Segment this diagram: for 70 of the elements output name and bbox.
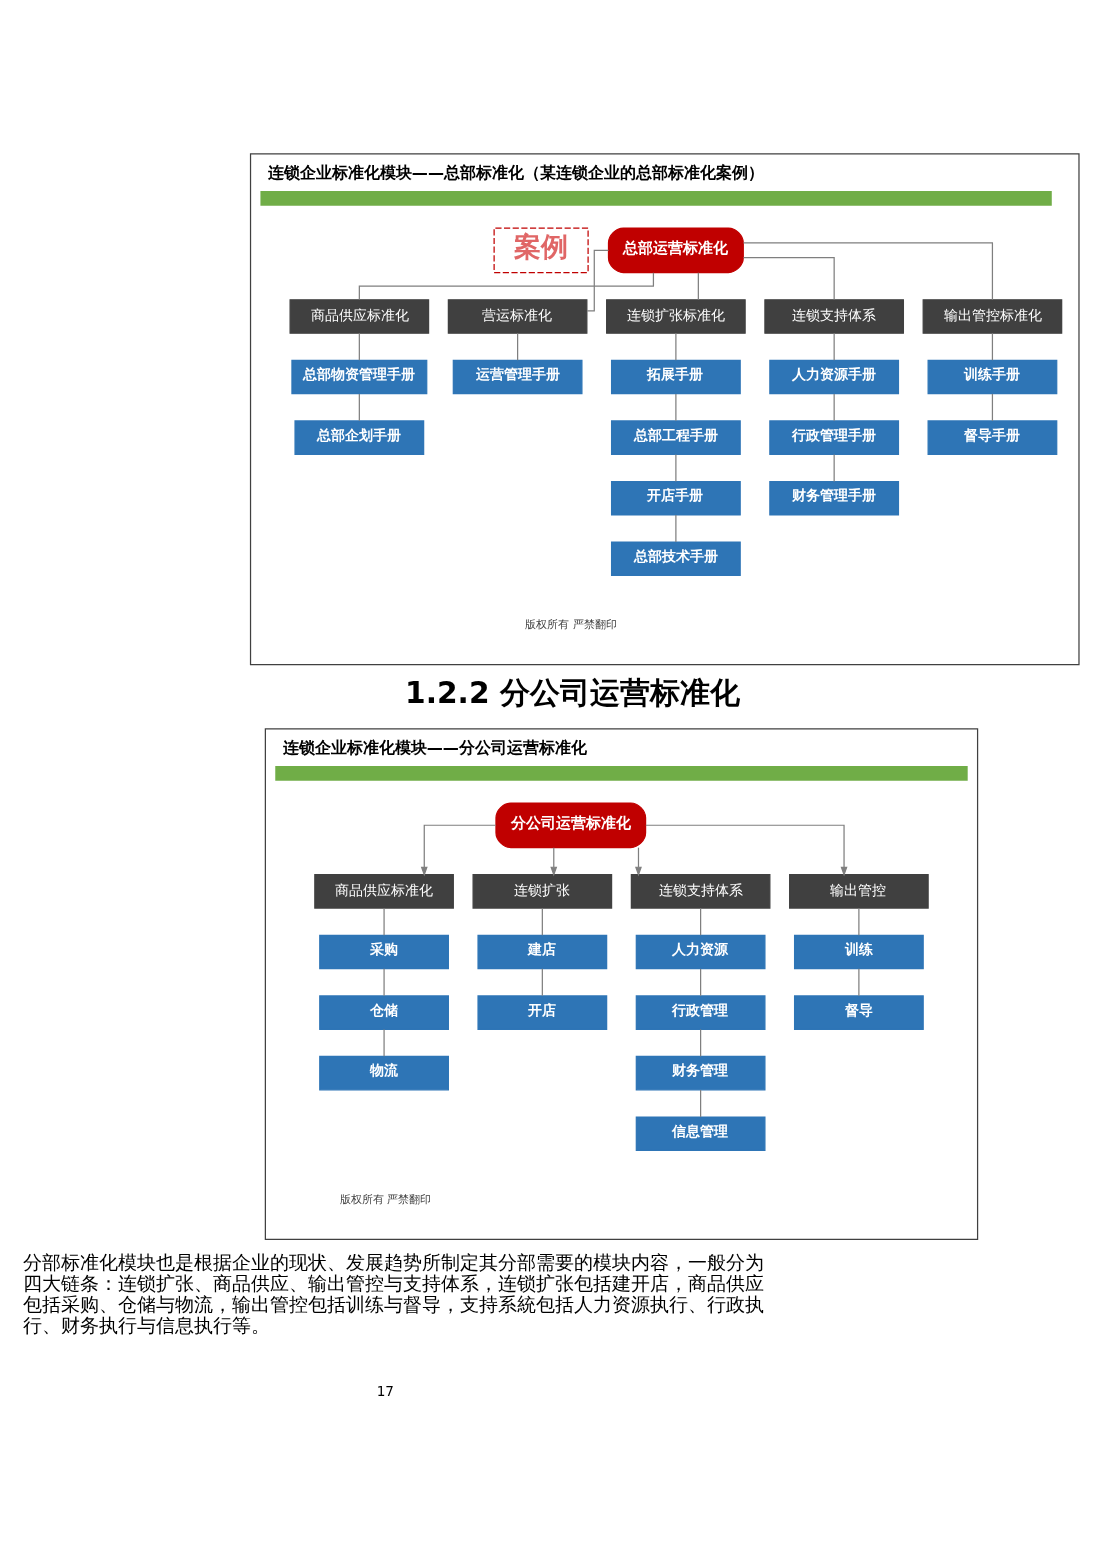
connector (383, 1028, 385, 1057)
node-box: 物流 (319, 1055, 449, 1091)
connector (383, 968, 385, 997)
node-box: 建店 (477, 934, 608, 970)
connector (541, 907, 543, 936)
connector (700, 968, 702, 997)
node-box: 商品供应标准化 (289, 299, 430, 334)
node-box: 总部物资管理手册 (291, 359, 428, 395)
node-box: 总部工程手册 (610, 420, 741, 455)
node-box: 案例 (493, 227, 589, 274)
node-box: 连锁扩张标准化 (606, 299, 746, 334)
connector (833, 393, 835, 422)
label: 17 (376, 1383, 394, 1400)
arrow (550, 847, 558, 877)
node-box: 连锁支持体系 (764, 299, 904, 334)
connector (742, 257, 835, 301)
arrow (420, 824, 497, 877)
connector (358, 272, 655, 301)
node-box: 开店 (477, 995, 608, 1030)
connector (858, 968, 860, 997)
arrow (645, 824, 848, 877)
connector (586, 249, 610, 312)
node-box: 输出管控标准化 (922, 299, 1063, 334)
connector (517, 332, 519, 361)
connector (541, 968, 543, 997)
connector (358, 332, 360, 361)
node-box: 人力资源手册 (769, 359, 900, 395)
node-box: 督导手册 (927, 420, 1058, 455)
connector (675, 332, 677, 361)
node-box: 运营管理手册 (452, 359, 583, 395)
connector (858, 907, 860, 936)
connector (383, 907, 385, 936)
connector (833, 453, 835, 483)
arrow (635, 847, 642, 877)
node-box: 财务管理手册 (769, 480, 900, 516)
connector (675, 453, 677, 483)
connector (675, 514, 677, 543)
node-box: 营运标准化 (447, 299, 588, 334)
node-box: 训练 (793, 934, 924, 970)
node-box: 连锁支持体系 (630, 874, 771, 909)
node-box: 商品供应标准化 (314, 874, 454, 909)
node-box: 采购 (319, 934, 449, 970)
connector (991, 332, 994, 361)
label: 分部标准化模块也是根据企业的现状、发展趋势所制定其分部需要的模块内容，一般分为四大链条：连锁扩张、商品供应、输出管控与支持体系，连锁扩张包括建开店，商品供应包括采购、仓储与物流，输出管控包括训练与督导，支持系統包括人力资源执行、行政执行、财务执行与信息执行等。 (23, 1252, 765, 1337)
connector (700, 907, 702, 936)
node-box: 拓展手册 (610, 359, 741, 395)
node-box: 信息管理 (635, 1116, 766, 1152)
connector (700, 1089, 702, 1118)
node-box: 分公司运营标准化 (495, 802, 647, 849)
connector (833, 332, 835, 361)
connector (700, 1028, 702, 1057)
connector (675, 393, 677, 422)
node-box: 训练手册 (927, 359, 1058, 395)
node-box: 督导 (793, 995, 924, 1030)
connector (991, 393, 994, 422)
node-box: 连锁扩张 (472, 874, 613, 909)
label: 1.2.2 分公司运营标准化 (405, 675, 740, 711)
node-box: 开店手册 (610, 480, 741, 516)
connector (358, 393, 360, 422)
node-box: 财务管理 (635, 1055, 766, 1091)
connector (742, 242, 994, 301)
node-box: 行政管理手册 (769, 420, 900, 455)
node-box: 仓储 (319, 995, 449, 1030)
node-box: 总部企划手册 (294, 420, 425, 455)
node-box: 总部运营标准化 (607, 227, 744, 274)
connector (697, 272, 699, 301)
node-box: 人力资源 (635, 934, 766, 970)
node-box: 总部技术手册 (610, 541, 741, 577)
node-box: 行政管理 (635, 995, 766, 1030)
node-box: 输出管控 (789, 874, 929, 909)
